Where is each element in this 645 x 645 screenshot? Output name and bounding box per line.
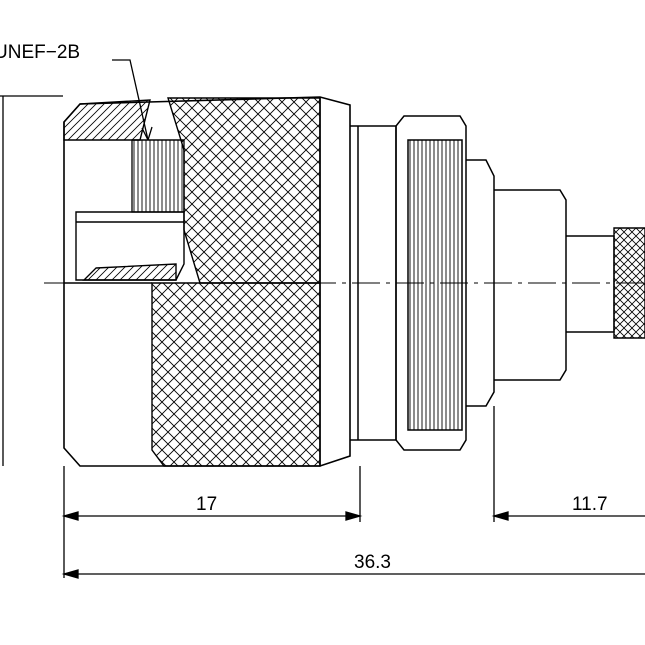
left-edge-lines: [0, 95, 63, 466]
dimension-rear-length: 11.7: [572, 494, 608, 515]
ribbed-collar: [395, 115, 467, 451]
knurl-lower: [151, 282, 321, 467]
rear-body: [466, 159, 567, 407]
callout-leader: [112, 59, 153, 141]
dimension-body-length: 17: [196, 494, 217, 515]
thread-section: [131, 139, 185, 213]
thread-callout-label: UNEF−2B: [0, 42, 80, 63]
nut-section-hatch: [63, 99, 185, 281]
dimension-lines: [61, 406, 645, 579]
knurl-upper: [167, 97, 321, 284]
dimension-overall-length: 36.3: [354, 552, 391, 573]
